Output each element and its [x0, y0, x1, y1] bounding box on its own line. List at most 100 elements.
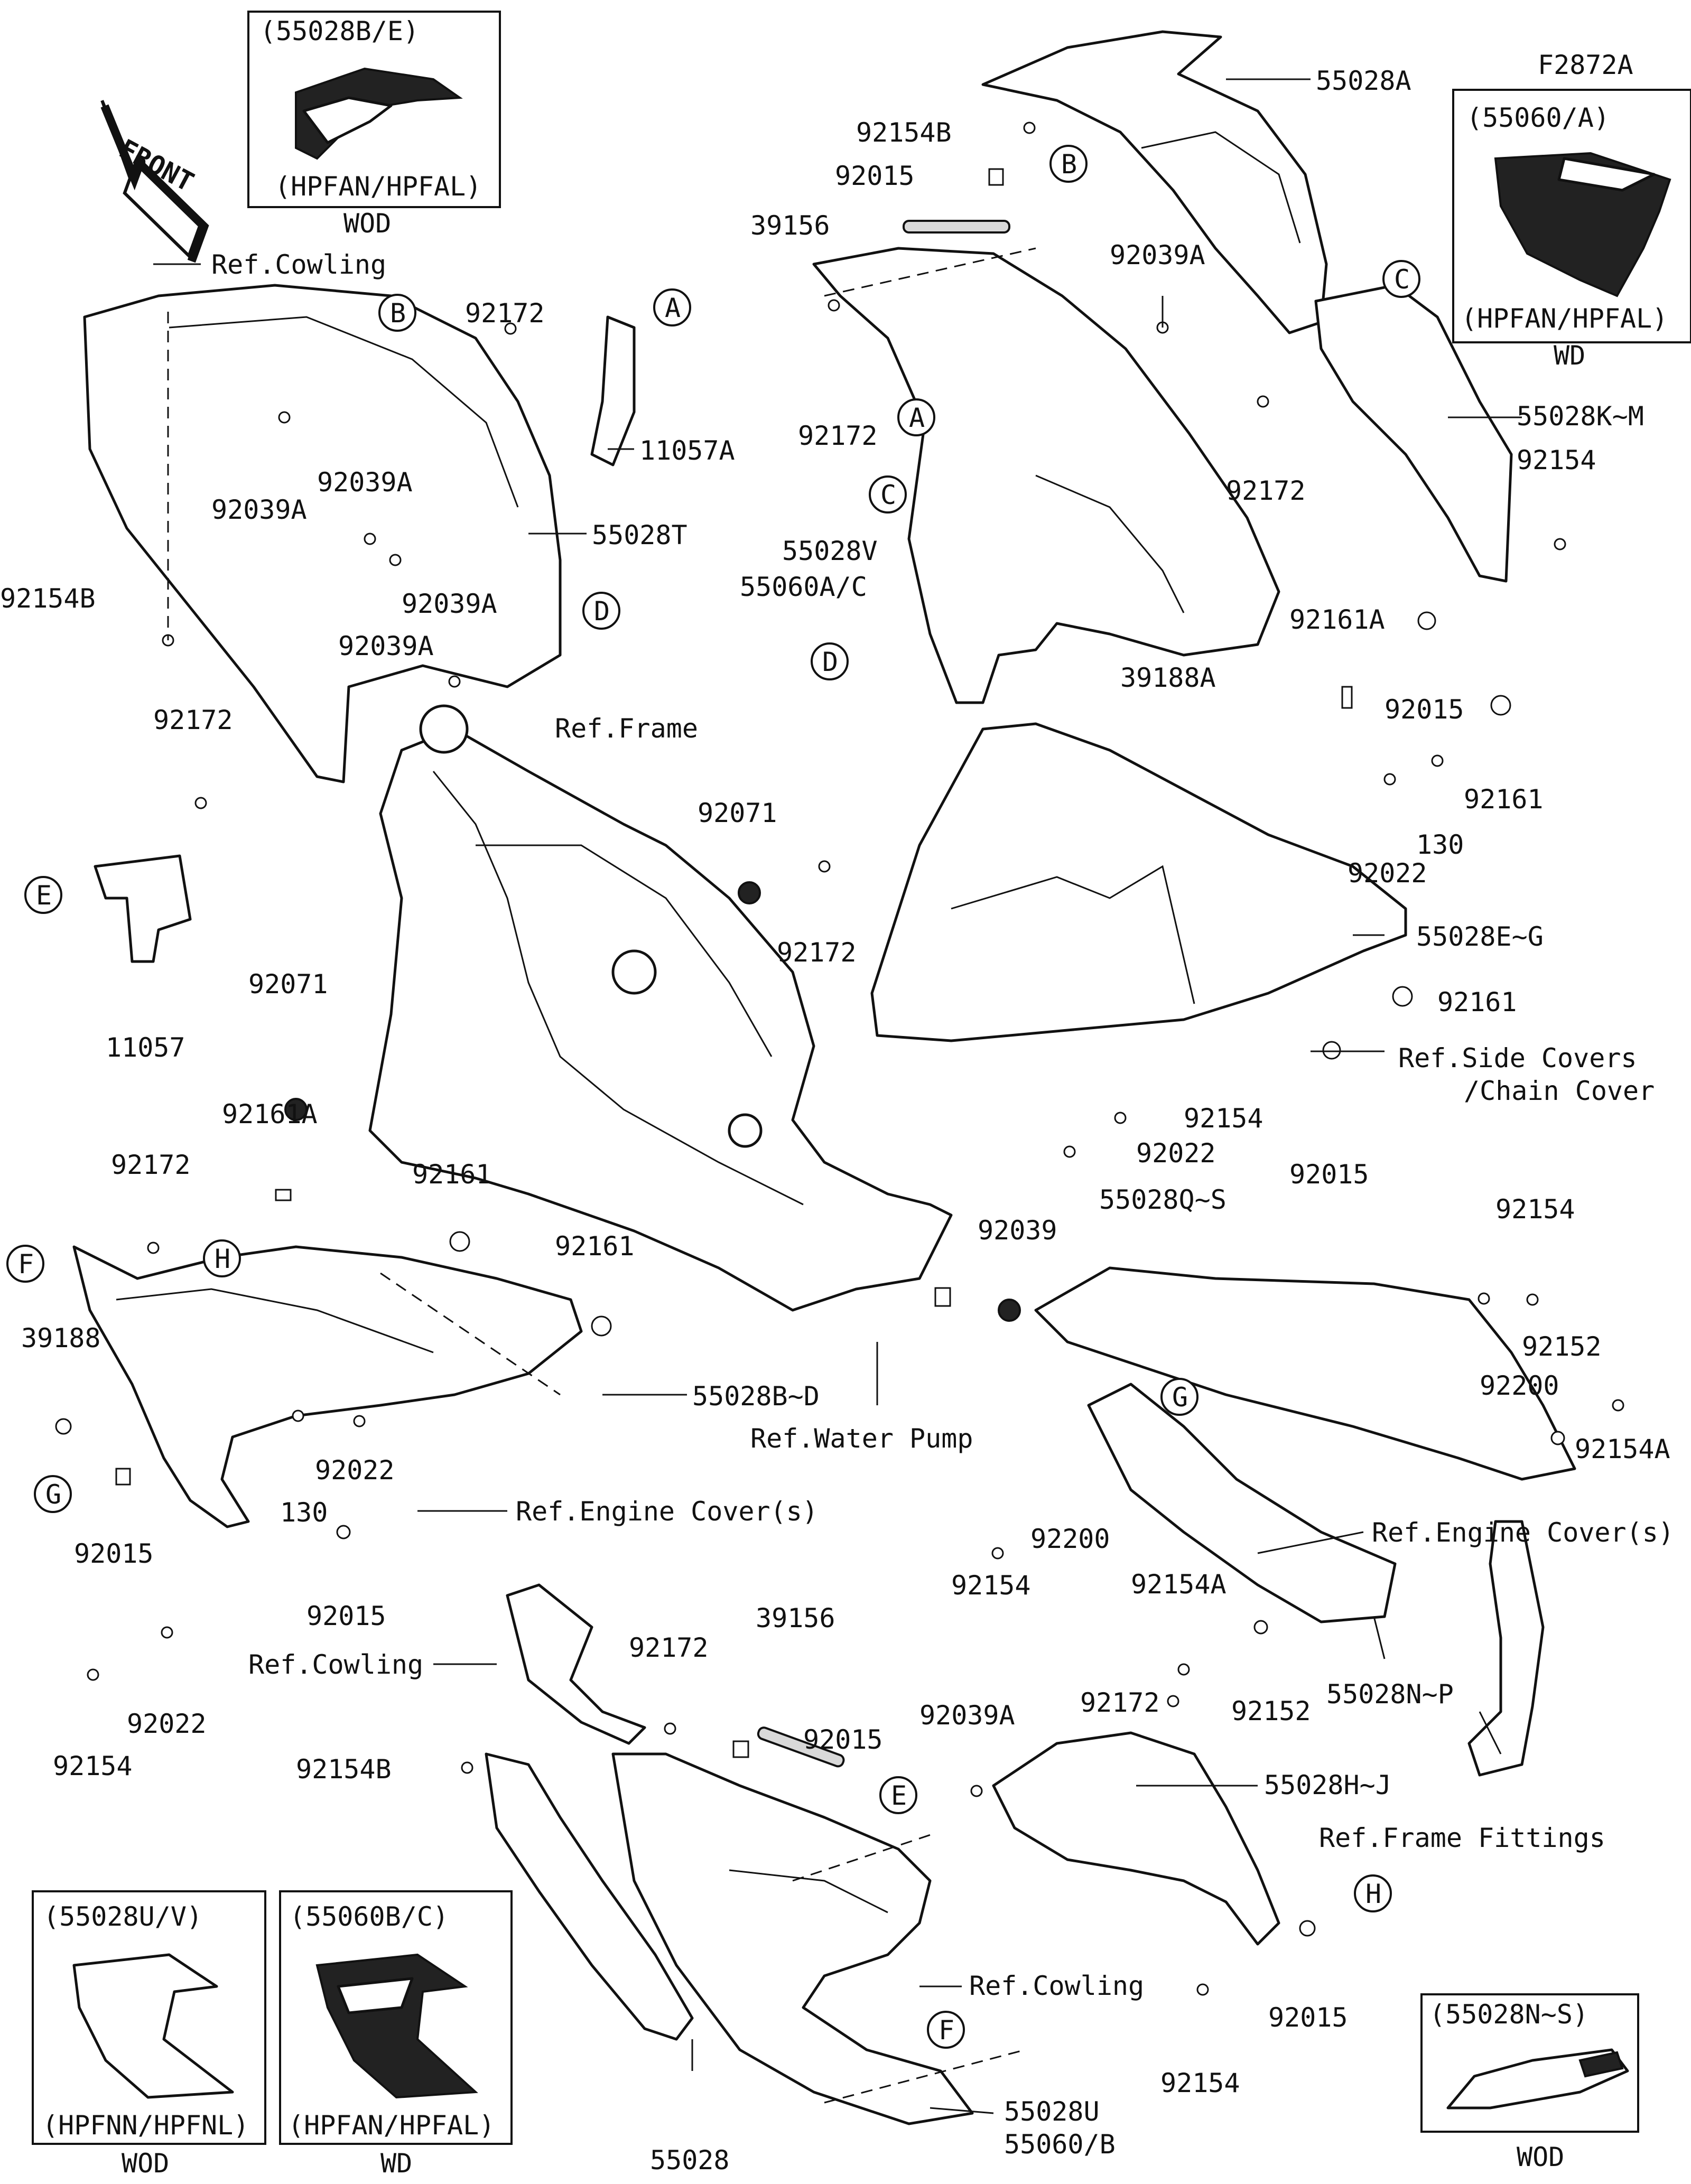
under-cowl-55028Q-S — [1034, 1266, 1576, 1481]
callout-92039A-6: 92039A — [919, 1700, 1015, 1731]
callout-55028A: 55028A — [1316, 66, 1411, 96]
callout-92172-7: 92172 — [629, 1632, 709, 1663]
svg-text:G: G — [45, 1479, 61, 1510]
callout-55028T: 55028T — [592, 520, 687, 550]
front-arrow: FRONT — [100, 100, 209, 263]
lower-panel-detail — [116, 1288, 434, 1354]
ref-circle-c-2: C — [869, 475, 907, 514]
hardware — [55, 122, 1624, 1996]
ref-circle-f-1: F — [6, 1245, 44, 1283]
figure-code: F2872A — [1538, 50, 1633, 80]
frame-headstock — [419, 704, 469, 754]
bolt-92154A-right — [1612, 1399, 1624, 1412]
callout-55060AC: 55060A/C — [740, 572, 867, 602]
inset-top-right: (55060/A) (HPFAN/HPFAL) WD — [1452, 89, 1691, 371]
washer-92022-bottom — [161, 1626, 173, 1639]
frame-mount — [728, 1113, 763, 1148]
ref-circle-d-1: D — [582, 592, 620, 630]
callout-92172-1: 92172 — [798, 421, 878, 451]
inset-top-right-codes: (HPFAN/HPFAL) — [1461, 303, 1668, 334]
guide-top — [824, 247, 1036, 297]
washer-92152-right — [1550, 1431, 1565, 1445]
upper-cowling-detail — [1141, 131, 1301, 244]
callout-130-2: 130 — [280, 1497, 328, 1528]
callout-92022-3: 92022 — [315, 1455, 395, 1486]
callout-39156-1: 39156 — [750, 210, 830, 241]
inset-bottom-left-1-title: (55028U/V) — [43, 1901, 202, 1932]
ref-circle-g-2: G — [34, 1475, 72, 1513]
ref-circle-f-2: F — [927, 2011, 965, 2049]
dashed-guides — [167, 247, 1036, 2104]
callout-92015-7: 92015 — [1268, 2002, 1348, 2033]
bolt-92154A-lower — [1177, 1663, 1190, 1676]
callout-92154-5: 92154 — [951, 1570, 1031, 1601]
inset-top-left-codes: (HPFAN/HPFAL) — [275, 171, 481, 202]
svg-text:A: A — [665, 293, 681, 323]
side-panel-detail — [1035, 474, 1185, 613]
frame-fittings-bracket — [1467, 1520, 1545, 1777]
svg-text:D: D — [822, 647, 838, 677]
callout-92172-2: 92172 — [1226, 475, 1306, 506]
inset-bottom-left-2-highlight — [337, 1977, 414, 2014]
callout-92022-2: 92022 — [1136, 1138, 1216, 1169]
damper-92161-right — [1490, 695, 1511, 716]
strip-39156-bottom — [757, 1726, 845, 1768]
grommet-92071-left — [284, 1098, 308, 1121]
svg-text:E: E — [36, 880, 52, 911]
washer-92022-lower — [353, 1415, 366, 1427]
callout-92039: 92039 — [978, 1215, 1057, 1246]
inset-bottom-right-decal — [1578, 2051, 1624, 2078]
bolt-92154B-top — [1023, 122, 1036, 134]
callout-92161-3: 92161 — [412, 1159, 492, 1190]
callout-92154-6: 92154 — [1160, 2068, 1240, 2098]
bolt-92154B-bottom — [461, 1761, 473, 1774]
svg-text:F: F — [939, 2015, 954, 2046]
strip-39156-top — [903, 220, 1010, 234]
ref-circle-e-1: E — [24, 876, 62, 914]
inner-panel-55028K-M — [1314, 284, 1513, 583]
callout-55028EG: 55028E~G — [1416, 921, 1544, 952]
leader-ref-frame-fittings — [1479, 1711, 1502, 1754]
bolt-92172-bottom — [664, 1722, 676, 1735]
inset-bottom-left-2-codes: (HPFAN/HPFAL) — [288, 2110, 495, 2141]
callout-92039A-5: 92039A — [338, 631, 434, 661]
callout-92161-4: 92161 — [555, 1231, 635, 1262]
callout-ref-cowling-3: Ref.Cowling — [969, 1971, 1144, 2001]
callout-92200-1: 92200 — [1480, 1370, 1559, 1401]
svg-text:H: H — [215, 1244, 230, 1274]
callout-92154B-1: 92154B — [856, 117, 952, 148]
callout-92154-1: 92154 — [1517, 445, 1596, 475]
callout-92039A-2: 92039A — [317, 467, 413, 498]
frame — [368, 704, 953, 1312]
lower-side-panel-55028 — [485, 1752, 694, 2041]
callout-ref-cowling-2: Ref.Cowling — [248, 1649, 423, 1680]
ref-circle-c-1: C — [1382, 260, 1420, 298]
ref-circle-b-1: B — [378, 294, 416, 332]
callout-39188A: 39188A — [1120, 662, 1216, 693]
ref-circle-h-1: H — [203, 1239, 241, 1277]
callout-39188: 39188 — [21, 1323, 101, 1354]
callout-130-1: 130 — [1416, 829, 1464, 860]
rivet-92039A-left-4 — [448, 675, 461, 688]
callout-92161-2: 92161 — [1437, 987, 1517, 1018]
lower-panel-55028B-D — [72, 1245, 583, 1528]
leader-55028U — [930, 2107, 994, 2114]
ref-circle-g-1: G — [1160, 1378, 1198, 1416]
inset-bottom-right: (55028N~S) WOD — [1420, 1993, 1639, 2172]
middle-panel-detail — [951, 865, 1195, 1004]
callout-92172-3: 92172 — [777, 937, 857, 968]
inner-lower-55028H-J — [992, 1731, 1280, 1946]
callout-92154A-2: 92154A — [1131, 1569, 1227, 1600]
callout-92152-2: 92152 — [1231, 1696, 1311, 1726]
inset-top-left-title: (55028B/E) — [260, 16, 419, 46]
inset-bottom-right-title: (55028N~S) — [1429, 1999, 1588, 2030]
ref-circle-h-2: H — [1354, 1874, 1392, 1912]
inset-bottom-left-2-title: (55060B/C) — [290, 1901, 449, 1932]
callout-11057A: 11057A — [639, 435, 735, 466]
svg-text:A: A — [909, 403, 925, 433]
ref-circle-e-2: E — [879, 1776, 917, 1814]
bolt-92154-right — [1554, 538, 1566, 550]
inset-top-left: (55028B/E) (HPFAN/HPFAL) WOD — [247, 11, 501, 239]
grommet-92015-water — [934, 1287, 951, 1307]
